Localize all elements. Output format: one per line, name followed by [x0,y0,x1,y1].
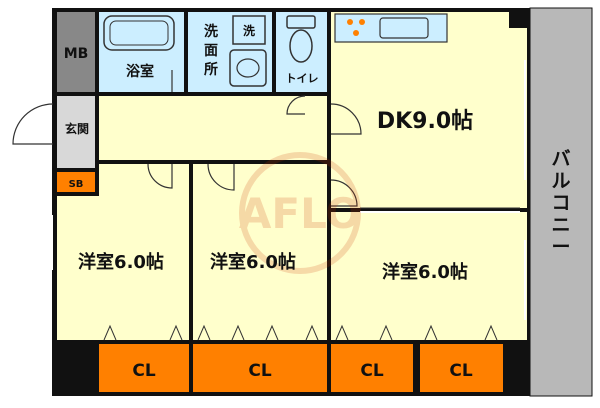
closet-door-marks [103,324,498,341]
washroom-label: 洗 面 所 [204,23,218,78]
room-mid-label: 洋室6.0帖 [210,251,296,273]
kitchen-sink [379,17,429,39]
bathtub [103,15,175,51]
svg-text:洗: 洗 [204,23,218,40]
mb-label: MB [64,46,89,62]
shoe-box [57,172,95,192]
room-middle [193,164,327,340]
watermark: AFLO [239,152,361,274]
washing-machine-space [232,15,266,45]
balcony-label: バ ル コ ニ ー [551,148,570,258]
washbasin-bowl [236,58,260,78]
svg-text:所: 所 [204,61,218,78]
room-left-upper [99,164,189,204]
closet-1-label: CL [132,361,155,381]
closet-2-label: CL [248,361,271,381]
svg-text:ー: ー [551,236,570,258]
closet-3-label: CL [360,361,383,381]
wash-machine-label: 洗 [243,23,255,38]
dining-kitchen [331,12,527,208]
balcony [529,7,593,397]
room-left [57,196,189,340]
stove-burner [347,19,353,25]
room-left-door [147,163,173,189]
dk-door [330,103,362,135]
stove-burner [353,30,359,36]
washbasin [229,49,267,87]
entrance-label: 玄関 [65,121,89,136]
stove-burner [359,19,365,25]
closet-2 [193,344,327,392]
closet-4 [420,344,503,392]
hallway [99,96,327,160]
toilet-tank [286,15,316,29]
room-right [331,212,527,340]
room-mid-door [207,163,235,191]
svg-text:AFLO: AFLO [239,189,361,238]
room-left-label: 洋室6.0帖 [78,251,164,273]
room-right-label: 洋室6.0帖 [382,261,468,283]
bathtub-inner [109,20,169,46]
sb-label: SB [69,179,84,190]
svg-text:バ: バ [551,148,570,170]
entrance-door [12,103,54,145]
svg-text:コ: コ [551,192,570,214]
dk-label: DK9.0帖 [377,109,473,134]
window-marks [51,60,526,320]
svg-text:ニ: ニ [551,214,570,236]
toilet [276,12,327,92]
closet-1 [99,344,189,392]
toilet-door [286,95,306,115]
closet-4-label: CL [449,361,472,381]
room-right-door [330,179,358,207]
dk-corner-pillar [509,8,530,28]
closet-3 [331,344,413,392]
toilet-bowl [289,29,313,63]
svg-text:面: 面 [204,43,218,59]
svg-text:ル: ル [551,170,570,192]
toilet-label: トイレ [286,72,319,85]
entrance [57,96,95,168]
mb-closet [57,12,95,92]
bath-label: 浴室 [126,63,154,80]
